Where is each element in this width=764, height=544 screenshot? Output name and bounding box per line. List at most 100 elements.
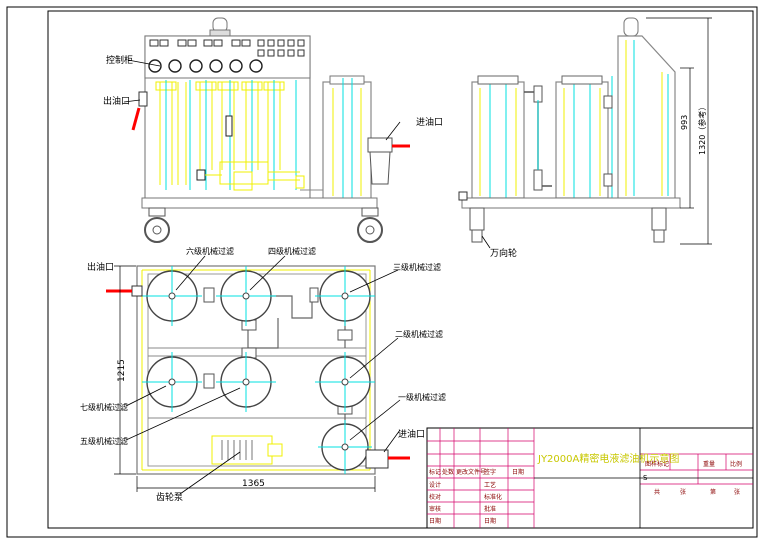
side-cabinet-cyan bbox=[633, 40, 669, 196]
sheet-number-b: 张 bbox=[734, 488, 740, 496]
side-tank-caps bbox=[477, 75, 603, 85]
revision-grid bbox=[427, 428, 753, 528]
side-tank-yellow bbox=[479, 88, 601, 196]
plan-filters bbox=[142, 266, 375, 474]
pump-motor-assembly bbox=[219, 161, 305, 191]
label-stage7: 七级机械过滤 bbox=[80, 402, 128, 412]
row-design: 设计 bbox=[429, 481, 441, 489]
plan-gear-pump bbox=[211, 435, 283, 465]
front-elevation-view: 控制柜 出油口 进油口 bbox=[103, 17, 443, 243]
hdr-mark: 标记 bbox=[429, 468, 441, 476]
outer-border bbox=[6, 6, 758, 538]
row-review: 审核 bbox=[429, 505, 441, 513]
inlet-prefilter bbox=[367, 137, 393, 153]
side-valve-upper bbox=[603, 95, 613, 109]
hdr-count: 处数 bbox=[442, 468, 454, 476]
label-control-cabinet: 控制柜 bbox=[106, 54, 133, 66]
label-stage3: 三级机械过滤 bbox=[393, 262, 441, 272]
front-base-frame bbox=[141, 197, 378, 209]
front-casters bbox=[144, 207, 383, 243]
tank-cap bbox=[329, 75, 365, 85]
label-stage2: 二级机械过滤 bbox=[395, 329, 443, 339]
label-plan-inlet: 进油口 bbox=[398, 428, 425, 440]
product-title: JY2000A精密电液滤油机示意图 bbox=[537, 452, 679, 465]
hdr-change-doc: 更改文件号 bbox=[456, 468, 486, 476]
plan-outlet-fitting bbox=[131, 285, 143, 297]
filter-stage4 bbox=[216, 266, 276, 326]
plan-view: 1215 1365 出油口 六级机械过滤 四级机械过滤 三级机械过滤 二级机械过… bbox=[80, 246, 446, 503]
side-pipe-bend bbox=[533, 169, 543, 191]
panel-switches bbox=[149, 39, 305, 57]
label-front-outlet: 出油口 bbox=[103, 95, 130, 107]
sheet-total-a: 共 bbox=[654, 488, 660, 496]
sheet-info: 图样标记 重量 比例 S 共 张 第 张 bbox=[643, 460, 742, 496]
hdr-scale: 比例 bbox=[730, 460, 742, 468]
label-stage4: 四级机械过滤 bbox=[268, 246, 316, 256]
front-leader-lines bbox=[123, 59, 401, 141]
row-process: 工艺 bbox=[484, 481, 496, 489]
label-universal-wheel: 万向轮 bbox=[490, 247, 517, 259]
side-leader bbox=[481, 235, 491, 249]
front-outlet-hose bbox=[131, 107, 141, 131]
revision-header: 标记 处数 更改文件号 签字 日期 bbox=[429, 468, 524, 476]
tank-inner-lines bbox=[332, 88, 362, 196]
label-stage1: 一级机械过滤 bbox=[398, 392, 446, 402]
beacon-base bbox=[209, 29, 231, 37]
sheet-total-b: 张 bbox=[680, 488, 686, 496]
signature-rows: 设计 工艺 校对 标准化 审核 批准 日期 日期 bbox=[429, 481, 502, 525]
row-date-left: 日期 bbox=[429, 517, 441, 525]
scale-mark: S bbox=[643, 474, 648, 482]
side-valve-lower bbox=[603, 173, 613, 187]
filter-stage6 bbox=[142, 266, 202, 326]
plan-yellow-rails bbox=[141, 269, 371, 471]
side-elevation-view: 万向轮 993 1320（参考） bbox=[458, 17, 712, 259]
hdr-drawing-mark: 图样标记 bbox=[645, 460, 669, 468]
plan-inlet-pump bbox=[365, 449, 389, 469]
filter-stage3 bbox=[315, 266, 375, 326]
label-stage5: 五级机械过滤 bbox=[80, 436, 128, 446]
plan-leader-lines bbox=[125, 255, 401, 495]
side-tank-middle bbox=[555, 81, 609, 199]
label-front-inlet: 进油口 bbox=[416, 116, 443, 128]
side-base-frame bbox=[461, 197, 681, 209]
sheet-number-a: 第 bbox=[710, 488, 716, 496]
filter-stage1 bbox=[318, 420, 372, 474]
label-pump: 齿轮泵 bbox=[156, 491, 183, 503]
front-filter-tank bbox=[322, 81, 372, 201]
dim-depth: 1215 bbox=[117, 359, 127, 382]
label-stage6: 六级机械过滤 bbox=[186, 246, 234, 256]
row-standard: 标准化 bbox=[484, 493, 502, 501]
side-beacon bbox=[623, 17, 639, 37]
control-panel bbox=[144, 35, 311, 79]
plan-dimension-lines bbox=[114, 265, 376, 492]
front-valve bbox=[196, 169, 206, 181]
title-block: JY2000A精密电液滤油机示意图 标记 处数 更改文件号 签字 日期 设计 工… bbox=[426, 427, 754, 529]
side-drain bbox=[458, 191, 468, 201]
tank-cyan-lines bbox=[342, 78, 353, 198]
filter-stage2 bbox=[315, 352, 375, 412]
internal-filter-columns bbox=[155, 81, 285, 185]
side-cabinet-lines bbox=[625, 40, 663, 196]
dim-height-total: 1320（参考） bbox=[697, 103, 707, 155]
row-date-right: 日期 bbox=[484, 517, 496, 525]
prefilter-bowl bbox=[369, 151, 391, 185]
pressure-gauges bbox=[148, 59, 263, 73]
sight-glass bbox=[225, 115, 233, 137]
filter-stage7 bbox=[142, 352, 202, 412]
front-outlet-fitting bbox=[138, 91, 148, 107]
side-cabinet bbox=[617, 35, 676, 201]
hdr-date: 日期 bbox=[512, 468, 524, 476]
dim-width: 1365 bbox=[242, 479, 265, 489]
row-approve: 批准 bbox=[484, 505, 496, 513]
hdr-sign: 签字 bbox=[484, 468, 496, 476]
side-pipe-elbow bbox=[533, 85, 543, 103]
row-check: 校对 bbox=[429, 493, 441, 501]
side-casters bbox=[469, 207, 667, 243]
dim-height-inner: 993 bbox=[680, 115, 689, 130]
title-block-structure bbox=[534, 428, 753, 528]
filter-stage5 bbox=[216, 352, 276, 412]
inner-border bbox=[47, 10, 754, 529]
hdr-weight: 重量 bbox=[703, 460, 715, 468]
side-dimension-lines bbox=[646, 17, 712, 245]
